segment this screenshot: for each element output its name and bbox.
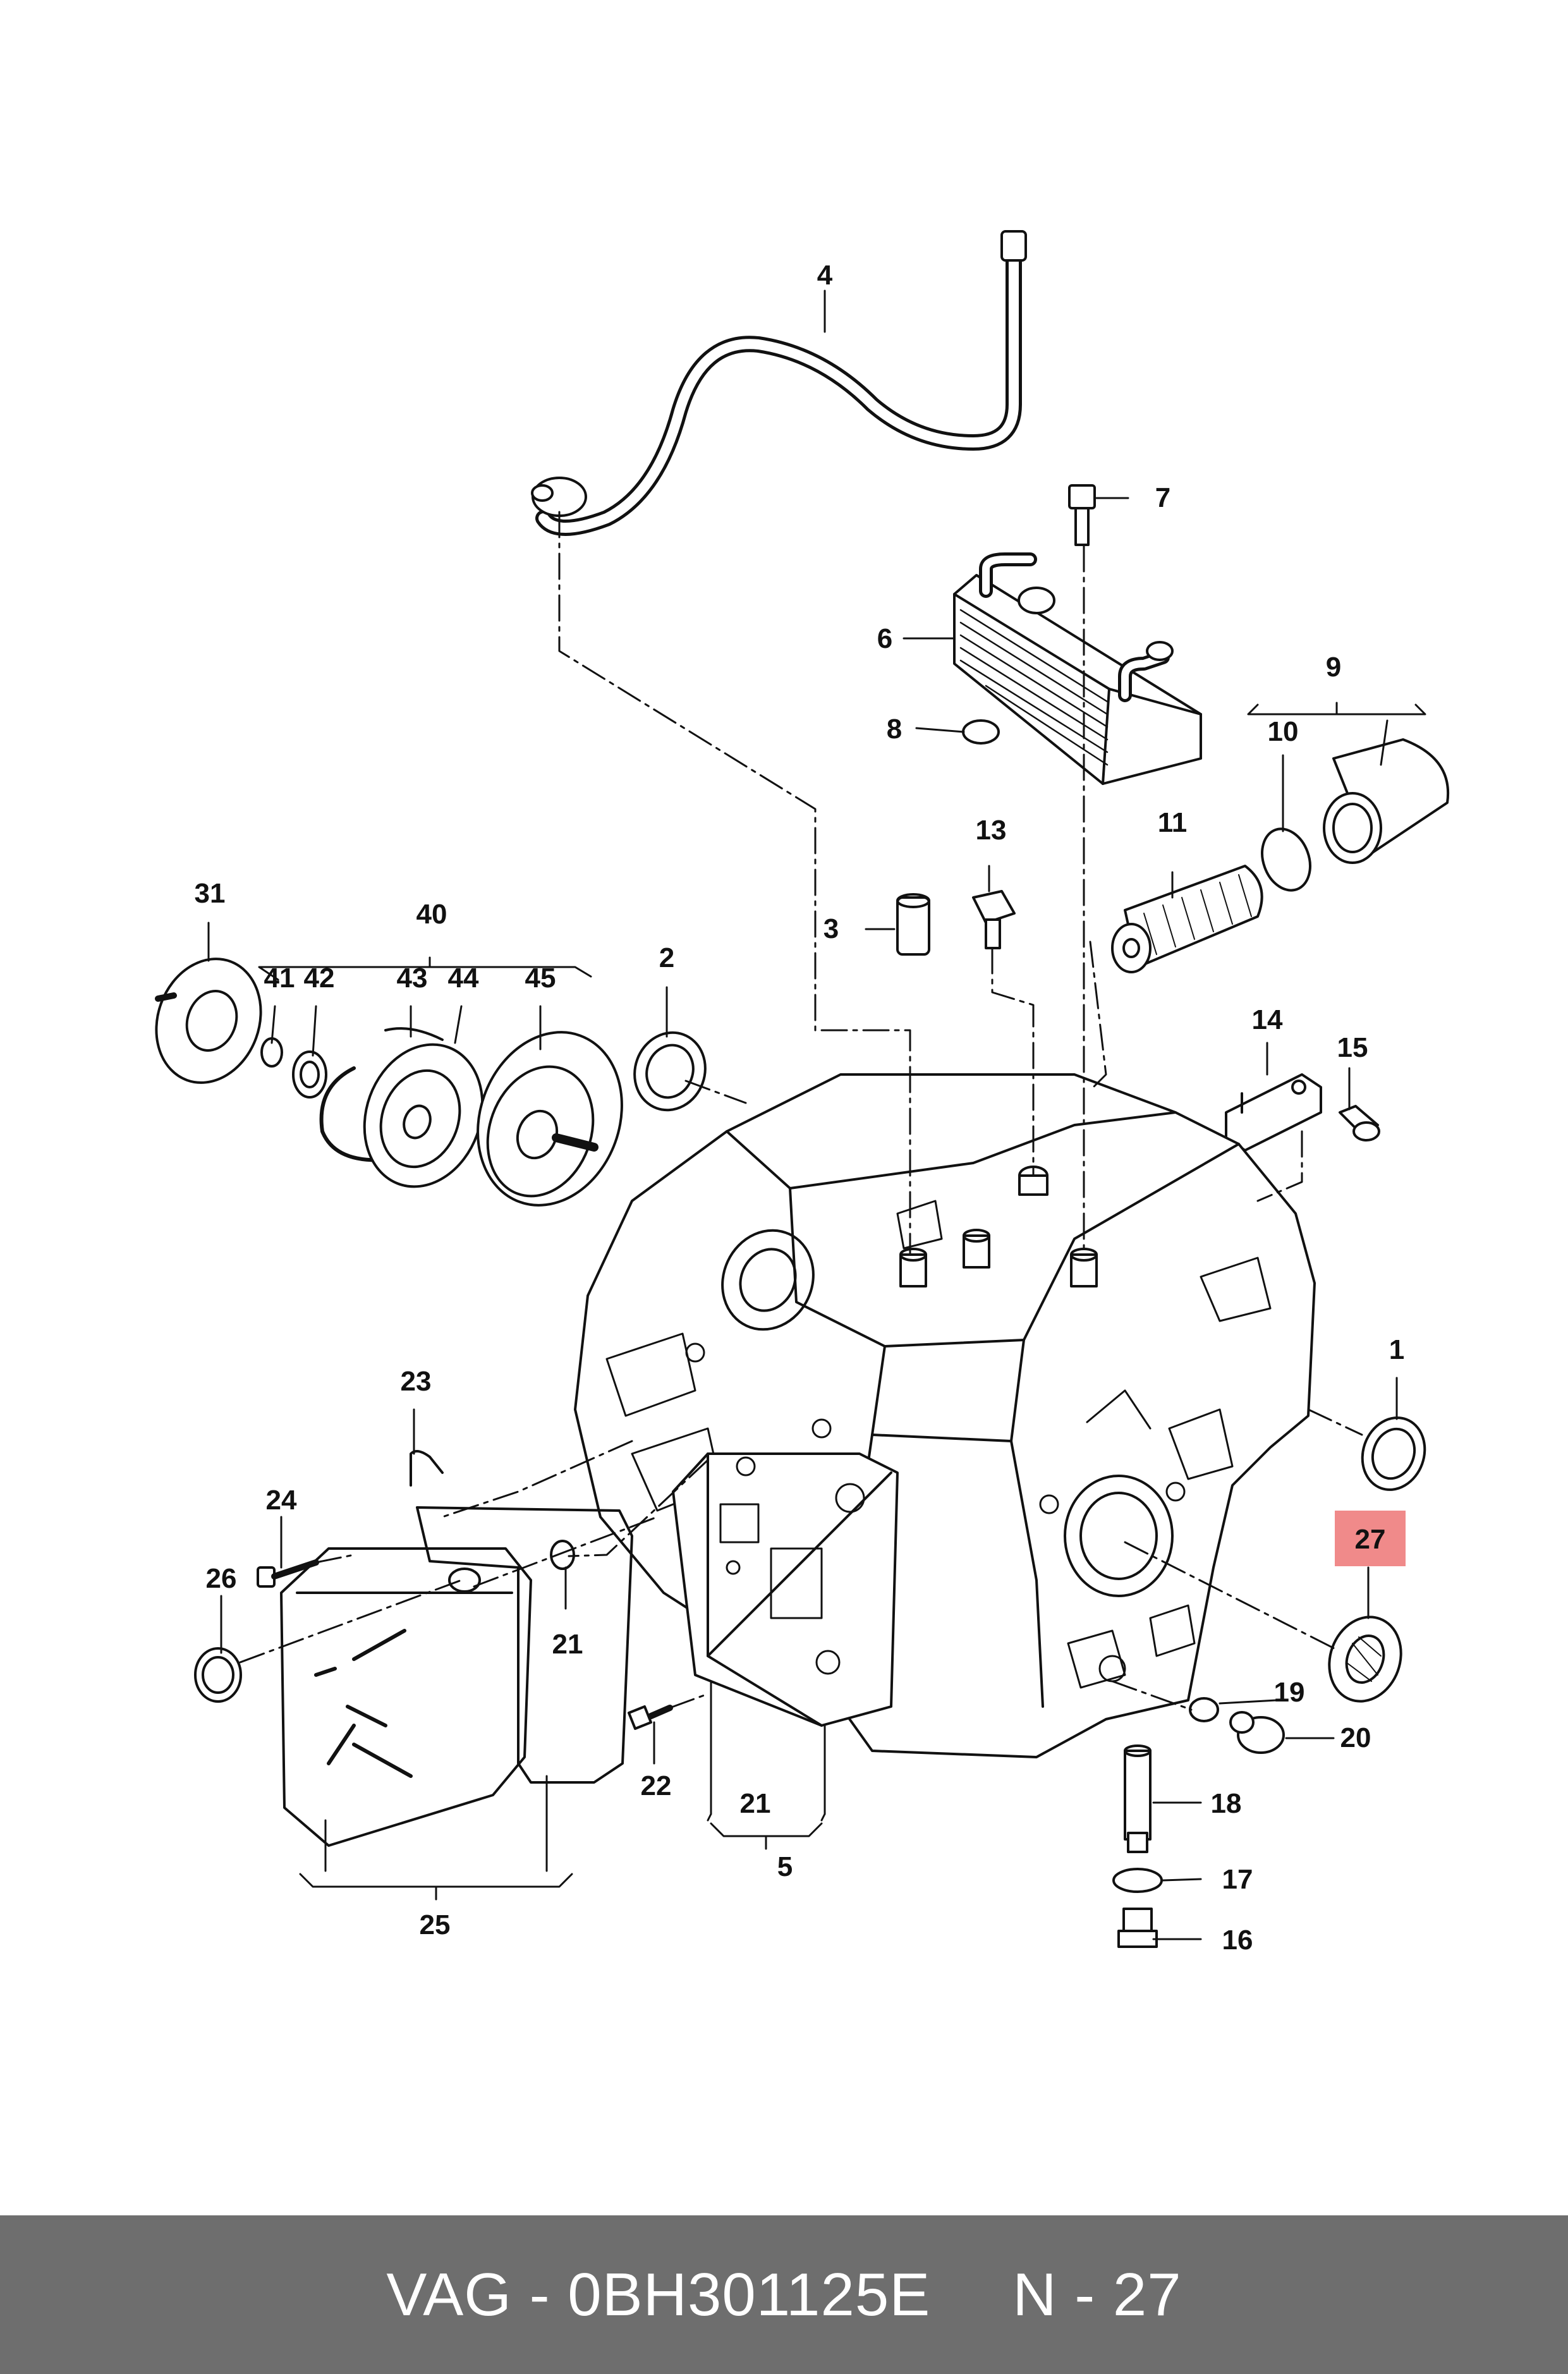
bolt-22-part <box>628 1705 673 1730</box>
reference-number-text: N - 27 <box>1012 2260 1182 2328</box>
callout-25: 25 <box>420 1909 451 1940</box>
callout-26: 26 <box>206 1563 237 1594</box>
o-ring-10-part <box>1261 827 1311 892</box>
callout-7: 7 <box>1155 482 1170 513</box>
seal-1-part <box>1361 1416 1426 1491</box>
oil-filter-11-part <box>1111 865 1263 973</box>
callout-10: 10 <box>1268 716 1299 747</box>
leader-lines <box>207 289 1426 1940</box>
callout-13: 13 <box>976 815 1007 846</box>
callout-40: 40 <box>416 899 447 930</box>
filter-housing-part <box>1323 738 1450 864</box>
callout-labels: 4 7 6 9 8 10 11 13 3 31 40 2 41 42 43 44… <box>195 260 1405 1956</box>
cover-31-part <box>155 958 262 1084</box>
part-number-text: VAG - 0BH301125E <box>386 2260 931 2328</box>
callout-24: 24 <box>266 1485 297 1516</box>
callout-6: 6 <box>877 623 892 654</box>
bolt-24-part <box>257 1559 319 1588</box>
callout-17: 17 <box>1222 1864 1253 1895</box>
oil-cooler-part <box>953 552 1202 785</box>
callout-21-a: 21 <box>552 1629 583 1660</box>
callout-44: 44 <box>448 963 479 994</box>
oil-pan-25-part <box>280 1547 532 1847</box>
highlight-box-27 <box>1335 1511 1406 1566</box>
snap-ring-43-part <box>319 1066 387 1162</box>
callout-22: 22 <box>641 1770 672 1801</box>
seal-27-part <box>1328 1616 1402 1703</box>
bolt-13-part <box>972 890 1016 949</box>
callout-42: 42 <box>304 963 335 994</box>
callout-31: 31 <box>195 878 226 909</box>
callout-27: 27 <box>1355 1524 1386 1555</box>
callout-3: 3 <box>824 913 839 944</box>
callout-45: 45 <box>525 963 556 994</box>
exploded-parts-diagram: 4 7 6 9 8 10 11 13 3 31 40 2 41 42 43 44… <box>155 230 1450 1956</box>
part-number-footer: VAG - 0BH301125E N - 27 <box>0 2215 1568 2374</box>
callout-1: 1 <box>1389 1334 1404 1365</box>
bolt-15-part <box>1339 1105 1380 1141</box>
gasket-part <box>416 1506 633 1784</box>
callout-11: 11 <box>1158 807 1188 838</box>
pipe-18-part <box>1124 1744 1152 1853</box>
callout-23: 23 <box>401 1366 432 1397</box>
callout-21-b: 21 <box>740 1788 771 1819</box>
callout-43: 43 <box>397 963 428 994</box>
callout-41: 41 <box>264 963 295 994</box>
callout-18: 18 <box>1211 1788 1242 1819</box>
callout-19: 19 <box>1274 1677 1305 1708</box>
o-ring-8-part <box>962 719 1000 745</box>
callout-15: 15 <box>1337 1032 1368 1063</box>
oil-pipe-part <box>531 230 1027 536</box>
gearbox-housing-part <box>574 1073 1316 1758</box>
plug-20-part <box>1229 1711 1285 1754</box>
o-ring-19-part <box>1189 1697 1219 1722</box>
alignment-lines <box>239 511 1363 1711</box>
callout-16: 16 <box>1222 1925 1253 1956</box>
sleeve-3-part <box>896 893 930 956</box>
spring-42-part <box>292 1050 327 1099</box>
callout-20: 20 <box>1340 1722 1371 1753</box>
callout-2: 2 <box>659 942 674 973</box>
callout-5: 5 <box>777 1851 793 1882</box>
callout-9: 9 <box>1326 652 1341 683</box>
snap-ring-43b-part <box>384 1027 444 1041</box>
bracket-14-part <box>1225 1073 1322 1152</box>
plug-16-part <box>1117 1908 1158 1948</box>
seal-2-part <box>633 1031 707 1112</box>
o-ring-21-part <box>550 1540 575 1570</box>
callout-4: 4 <box>817 260 833 291</box>
mechatronic-5-part <box>672 1452 899 1727</box>
callout-8: 8 <box>887 714 902 745</box>
bolt-7-part <box>1068 484 1096 546</box>
clutch-45-part <box>477 1031 623 1207</box>
o-ring-17-part <box>1112 1868 1163 1893</box>
cap-26-part <box>194 1647 242 1703</box>
clip-23-part <box>410 1450 444 1487</box>
callout-14: 14 <box>1252 1004 1283 1035</box>
